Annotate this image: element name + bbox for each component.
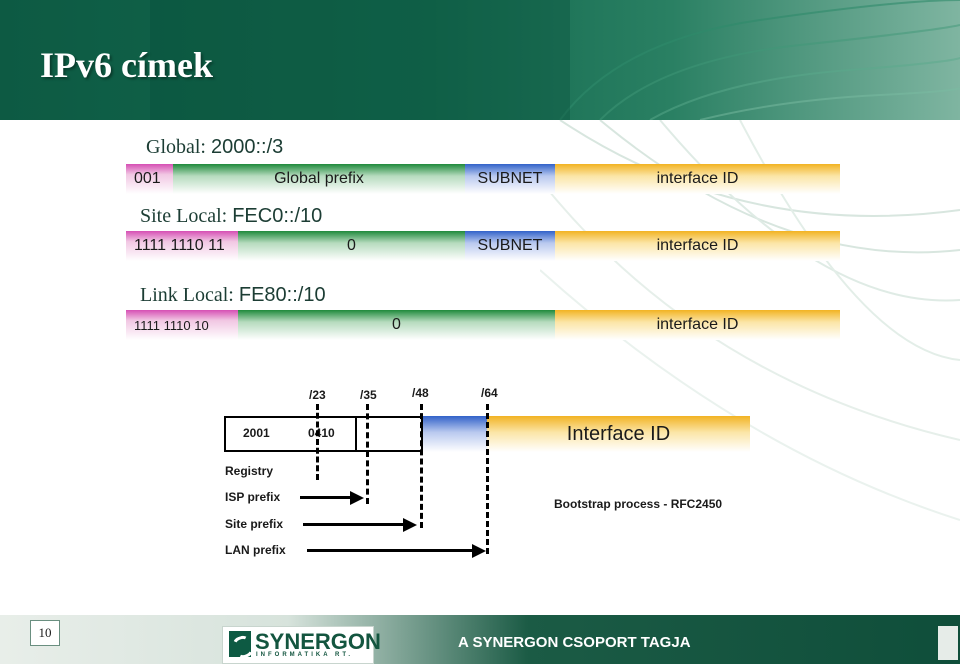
logo-subtitle: INFORMATIKA RT. bbox=[256, 652, 353, 658]
marker-48: /48 bbox=[412, 386, 429, 400]
box-0410: 0410 bbox=[308, 426, 335, 440]
label-isp-prefix: ISP prefix bbox=[225, 490, 281, 504]
label-registry: Registry bbox=[225, 464, 274, 478]
diagram-subnet-segment bbox=[423, 416, 487, 452]
site-local-address-bar: 1111 1110 11 0 SUBNET interface ID bbox=[126, 231, 840, 261]
global-heading: Global: 2000::/3 bbox=[146, 136, 283, 159]
site-arrow-head bbox=[403, 518, 417, 532]
site-local-heading-label: Site Local: bbox=[140, 205, 233, 227]
dash-35 bbox=[366, 404, 369, 504]
site-local-subnet: SUBNET bbox=[465, 231, 555, 261]
site-local-interface-id: interface ID bbox=[555, 231, 840, 261]
dash-23 bbox=[316, 404, 319, 480]
background-decoration bbox=[540, 120, 960, 521]
footer-band bbox=[0, 615, 960, 664]
synergon-logo: SYNERGON INFORMATIKA RT. bbox=[222, 626, 381, 664]
page-number: 10 bbox=[30, 620, 60, 646]
lan-arrow-line bbox=[307, 549, 472, 552]
box-2001: 2001 bbox=[243, 426, 270, 440]
lan-arrow-head bbox=[472, 544, 486, 558]
synergon-logo-icon bbox=[229, 631, 251, 657]
isp-arrow-line bbox=[300, 496, 350, 499]
site-local-heading-value: FEC0::/10 bbox=[232, 205, 323, 227]
link-local-prefix-bits: 1111 1110 10 bbox=[126, 310, 246, 340]
link-local-heading-label: Link Local: bbox=[140, 284, 239, 306]
global-address-bar: 001 Global prefix SUBNET interface ID bbox=[126, 164, 840, 194]
label-site-prefix: Site prefix bbox=[225, 517, 284, 531]
link-local-heading: Link Local: FE80::/10 bbox=[140, 284, 326, 307]
isp-arrow-head bbox=[350, 491, 364, 505]
link-local-zero: 0 bbox=[238, 310, 555, 340]
header-band: IPv6 címek bbox=[0, 0, 960, 120]
marker-64: /64 bbox=[481, 386, 498, 400]
global-prefix-bits: 001 bbox=[126, 164, 181, 194]
link-local-interface-id: interface ID bbox=[555, 310, 840, 340]
slide-title: IPv6 címek bbox=[40, 45, 213, 85]
global-prefix: Global prefix bbox=[173, 164, 465, 194]
global-heading-value: 2000::/3 bbox=[211, 136, 284, 158]
site-local-heading: Site Local: FEC0::/10 bbox=[140, 205, 322, 228]
label-lan-prefix: LAN prefix bbox=[225, 543, 286, 557]
bootstrap-note: Bootstrap process - RFC2450 bbox=[554, 497, 723, 511]
address-box-left bbox=[224, 416, 357, 452]
dash-48 bbox=[420, 404, 423, 528]
global-interface-id: interface ID bbox=[555, 164, 840, 194]
footer-corner bbox=[938, 626, 958, 660]
site-local-zero: 0 bbox=[238, 231, 465, 261]
header-decoration bbox=[150, 0, 960, 120]
footer-tagline: A SYNERGON CSOPORT TAGJA bbox=[458, 634, 691, 651]
link-local-address-bar: 1111 1110 10 0 interface ID bbox=[126, 310, 840, 340]
dash-64 bbox=[486, 404, 489, 554]
marker-23: /23 bbox=[309, 388, 326, 402]
marker-35: /35 bbox=[360, 388, 377, 402]
diagram-interface-id: Interface ID bbox=[487, 416, 750, 452]
global-heading-label: Global: bbox=[146, 136, 211, 158]
link-local-heading-value: FE80::/10 bbox=[238, 284, 326, 306]
site-arrow-line bbox=[303, 523, 403, 526]
site-local-prefix-bits: 1111 1110 11 bbox=[126, 231, 246, 261]
global-subnet: SUBNET bbox=[465, 164, 555, 194]
logo-name: SYNERGON bbox=[255, 629, 381, 654]
